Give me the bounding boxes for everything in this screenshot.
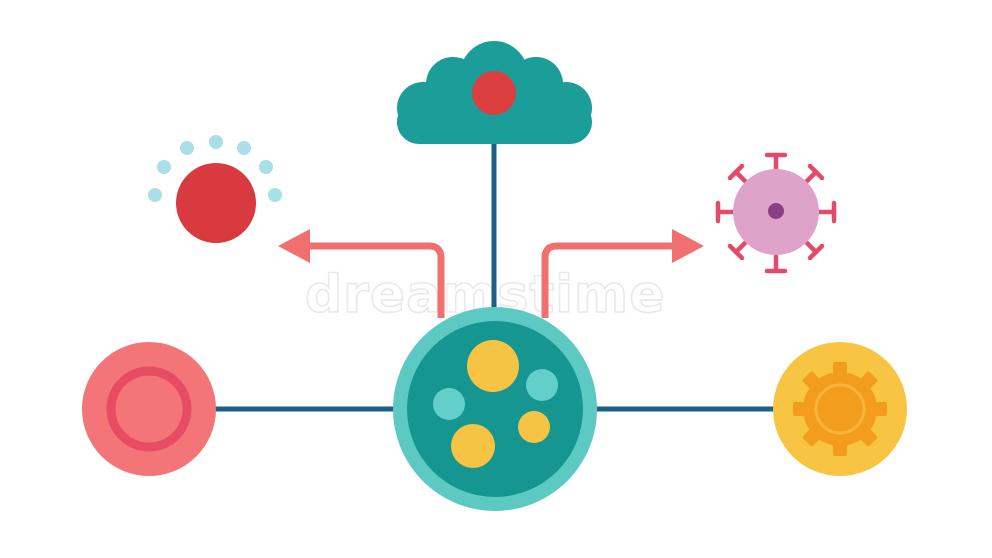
arrow-left-shaft	[300, 242, 445, 318]
ring-band	[106, 366, 192, 452]
cloud-dot	[472, 71, 516, 115]
connectors	[215, 140, 775, 412]
arrow-right-shaft	[541, 242, 680, 318]
gear-disc	[773, 342, 907, 476]
hub-inner	[407, 321, 583, 497]
hub-dot	[467, 340, 519, 392]
sun-core	[176, 163, 256, 243]
hub-dot	[526, 369, 558, 401]
sun-rays	[148, 135, 282, 202]
gear-icon	[793, 362, 887, 456]
hub-dot	[518, 411, 550, 443]
sun-icon	[148, 135, 282, 243]
arrow-right	[541, 229, 704, 318]
arrow-left-head	[278, 229, 310, 263]
arrow-right-head	[672, 229, 704, 263]
virus-core	[768, 203, 784, 219]
virus-icon	[715, 152, 837, 274]
cell-hub-icon	[393, 307, 597, 511]
cloud-icon	[397, 41, 592, 144]
virus-spikes	[715, 152, 837, 274]
ring-outer	[82, 342, 216, 476]
arrow-left	[278, 229, 445, 318]
ring-cell-icon	[82, 342, 216, 476]
hub-dot	[451, 424, 495, 468]
hub-dot	[433, 388, 465, 420]
